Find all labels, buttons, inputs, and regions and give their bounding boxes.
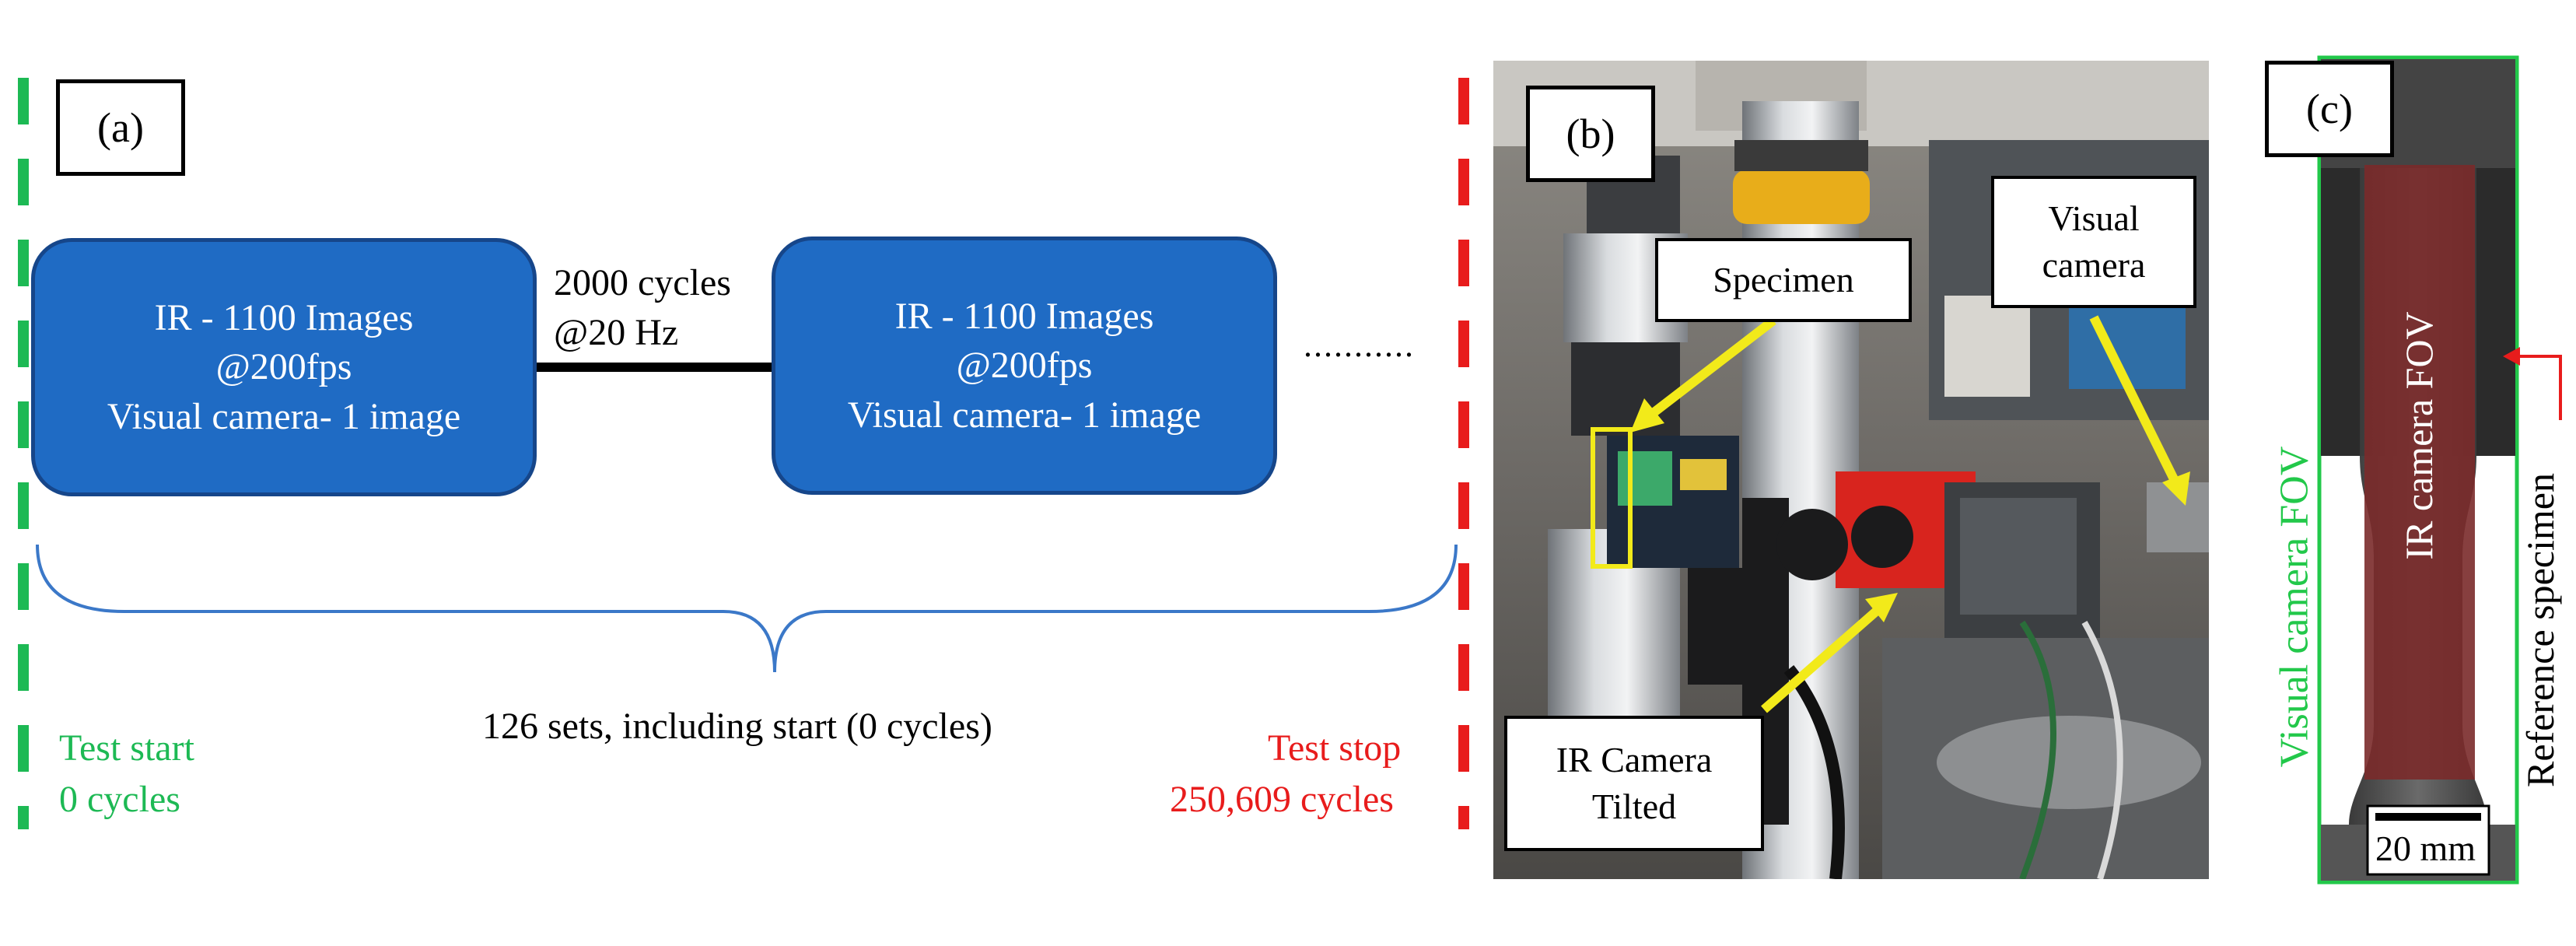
continuation-dots: ........... xyxy=(1304,326,1415,364)
block-1-line3: Visual camera- 1 image xyxy=(107,395,461,437)
block-2-line3: Visual camera- 1 image xyxy=(847,394,1202,436)
test-stop-cycles: 250,609 cycles xyxy=(1170,779,1394,820)
sets-brace xyxy=(36,544,1458,673)
ir-camera-arrow xyxy=(1761,608,1879,713)
block-2-line1: IR - 1100 Images xyxy=(894,295,1154,337)
specimen-callout: Specimen xyxy=(1655,238,1912,322)
panel-b-label: (b) xyxy=(1526,86,1655,182)
test-start-cycles: 0 cycles xyxy=(59,779,180,820)
test-stop-label: Test stop xyxy=(1268,727,1402,769)
specimen-highlight-box xyxy=(1591,427,1633,569)
scale-bar-label: 20 mm xyxy=(2375,829,2476,868)
visual-camera-callout-line2: camera xyxy=(2042,245,2146,285)
panel-a-label: (a) xyxy=(56,79,185,176)
yellow-collar xyxy=(1733,170,1870,224)
visual-camera-arrow-head xyxy=(2162,471,2190,506)
panel-a-label-text: (a) xyxy=(97,104,144,151)
ir-fov-label: IR camera FOV xyxy=(2397,311,2441,560)
specimen-arrow xyxy=(1649,317,1776,418)
panel-c-label-text: (c) xyxy=(2306,86,2353,132)
visual-camera-arrow xyxy=(2089,315,2181,486)
interval-frequency: @20 Hz xyxy=(554,312,679,353)
ir-camera-body xyxy=(1944,482,2100,638)
specimen-callout-text: Specimen xyxy=(1713,260,1854,300)
block-2-line2: @200fps xyxy=(956,345,1093,387)
visual-camera-callout: Visual camera xyxy=(1991,176,2196,308)
block-1-line1: IR - 1100 Images xyxy=(154,296,414,338)
block-1-line2: @200fps xyxy=(215,346,352,388)
visual-camera xyxy=(2147,482,2209,552)
interval-cycles: 2000 cycles xyxy=(554,262,731,303)
visual-camera-callout-line1: Visual xyxy=(2048,198,2140,239)
test-start-label: Test start xyxy=(59,727,194,769)
acquisition-block-1: IR - 1100 Images @200fps Visual camera- … xyxy=(31,238,537,496)
reference-arrow-head xyxy=(2503,347,2520,366)
specimen-arrow-head xyxy=(1630,398,1664,433)
monitor-screen xyxy=(1607,436,1739,568)
reference-specimen-label: Reference specimen xyxy=(2518,473,2562,787)
panel-c-label: (c) xyxy=(2265,61,2394,157)
ir-camera-callout: IR Camera Tilted xyxy=(1504,716,1764,851)
ir-camera-arrow-head xyxy=(1865,593,1898,622)
visual-fov-label: Visual camera FOV xyxy=(2272,446,2317,768)
ir-camera-callout-line1: IR Camera xyxy=(1556,740,1713,780)
ir-camera-red-housing xyxy=(1836,471,1976,588)
acquisition-block-2: IR - 1100 Images @200fps Visual camera- … xyxy=(772,236,1277,495)
sets-description: 126 sets, including start (0 cycles) xyxy=(482,706,992,747)
panel-b-label-text: (b) xyxy=(1566,110,1615,157)
ir-camera-callout-line2: Tilted xyxy=(1591,787,1677,826)
reference-arrow-line xyxy=(2515,355,2562,420)
